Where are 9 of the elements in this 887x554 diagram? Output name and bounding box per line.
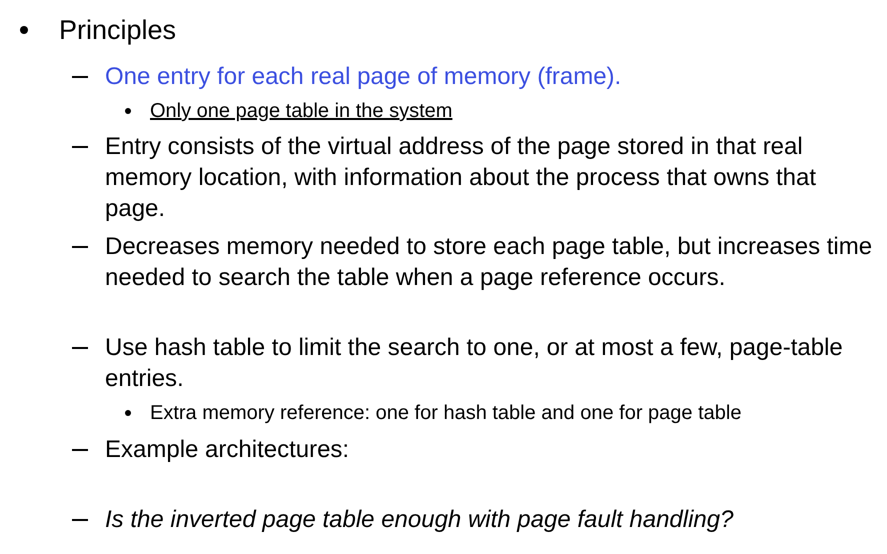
sub-bullet-text: Extra memory reference: one for hash table and one for page table	[150, 401, 742, 426]
bullet-text: One entry for each real page of memory (frame).	[105, 62, 622, 92]
heading-text: Principles	[59, 14, 178, 47]
bullet-text: Example architectures:	[105, 435, 350, 465]
bullet-text: Use hash table to limit the search to one, or at most a few, page-table entries.	[105, 333, 844, 394]
question-text: Is the inverted page table enough with page fault handling?	[105, 505, 734, 535]
bullet-text: Decreases memory needed to store each page table, but increases time needed to search the table when a page reference occurs.	[105, 232, 874, 293]
bullet-text: Entry consists of the virtual address of the page stored in that real memory location, with information about the process that owns that page.	[105, 132, 818, 224]
sub-bullet-text: Only one page table in the system	[150, 99, 454, 124]
